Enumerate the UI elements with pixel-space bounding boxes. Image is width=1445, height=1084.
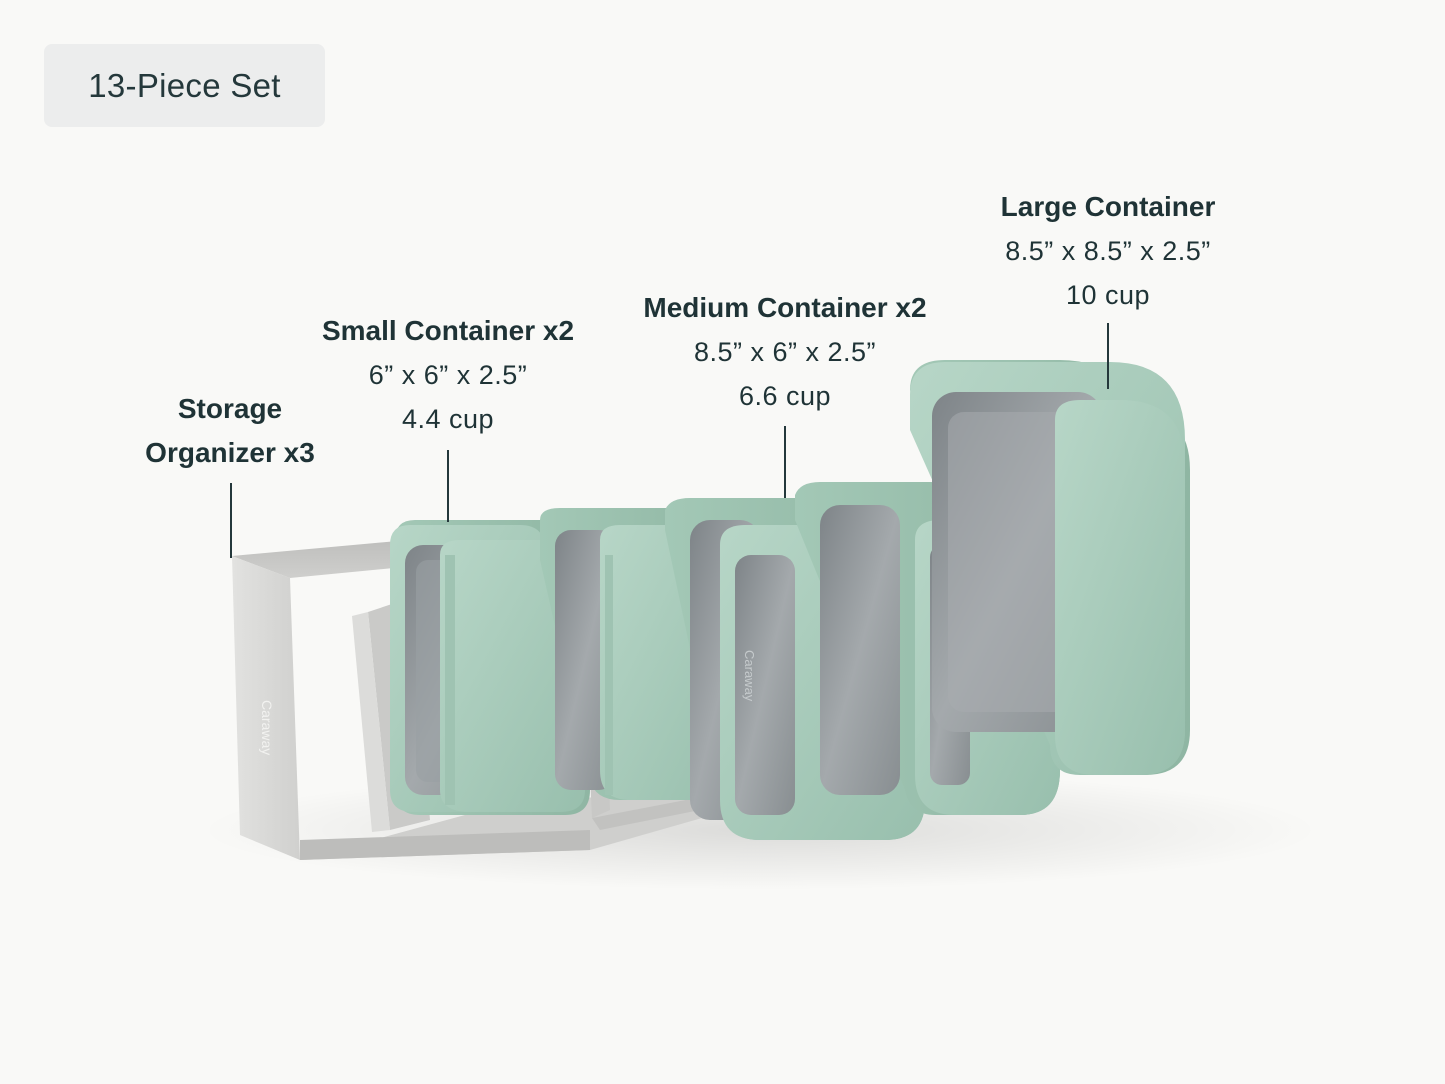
small-container-title: Small Container x2 (321, 315, 575, 346)
medium-container-title: Medium Container x2 (643, 292, 927, 323)
medium-container-dims: 8.5” x 6” x 2.5” (693, 337, 877, 367)
container-brand-mark: Caraway (742, 650, 757, 702)
organizer-title-line1: Storage (177, 393, 283, 424)
large-container-capacity: 10 cup (1065, 280, 1151, 310)
medium-container-capacity: 6.6 cup (738, 381, 832, 411)
small-container-dims: 6” x 6” x 2.5” (368, 360, 528, 390)
medium-container-label: Medium Container x2 8.5” x 6” x 2.5” 6.6… (610, 286, 960, 418)
large-container-label: Large Container 8.5” x 8.5” x 2.5” 10 cu… (960, 185, 1256, 317)
large-container (910, 360, 1190, 775)
medium-container-leader-line (784, 426, 786, 498)
set-size-badge: 13-Piece Set (44, 44, 325, 127)
small-container-label: Small Container x2 6” x 6” x 2.5” 4.4 cu… (290, 309, 606, 441)
large-container-dims: 8.5” x 8.5” x 2.5” (1005, 236, 1211, 266)
large-container-title: Large Container (1000, 191, 1216, 222)
organizer-leader-line (230, 483, 232, 558)
organizer-label: Storage Organizer x3 (120, 387, 340, 475)
organizer-title-line2: Organizer x3 (145, 437, 315, 468)
large-container-leader-line (1107, 323, 1109, 389)
small-container-1 (390, 520, 590, 815)
organizer-brand-mark: Caraway (259, 700, 275, 755)
small-container-leader-line (447, 450, 449, 522)
small-container-capacity: 4.4 cup (401, 404, 495, 434)
